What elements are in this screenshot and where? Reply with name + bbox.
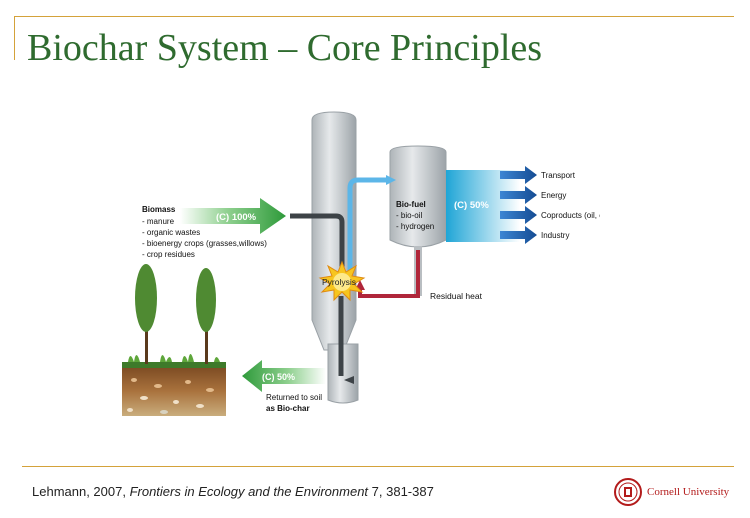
biofuel-item: - hydrogen — [396, 222, 434, 231]
citation: Lehmann, 2007, Frontiers in Ecology and … — [32, 484, 434, 499]
citation-author-year: Lehmann, 2007, — [32, 484, 130, 499]
soil-return-line: Returned to soil — [266, 393, 322, 402]
biomass-item: - crop residues — [142, 250, 195, 259]
biomass-item: - organic wastes — [142, 228, 200, 237]
biochar-output-arrow — [242, 360, 326, 392]
footer-accent-rule — [22, 466, 734, 467]
use-arrow-transport — [500, 166, 537, 184]
biofuel-heading: Bio-fuel — [396, 200, 426, 209]
use-arrow-coproducts — [500, 206, 537, 224]
use-label-transport: Transport — [541, 171, 576, 180]
left-accent-rule — [14, 16, 15, 60]
top-accent-rule — [14, 16, 734, 17]
slide-title: Biochar System – Core Principles — [27, 27, 543, 69]
citation-journal: Frontiers in Ecology and the Environment — [129, 484, 369, 499]
use-label-energy: Energy — [541, 191, 566, 200]
biochar-diagram: Pyrolysis (C) 100% Biomass - manure - or… — [122, 111, 600, 416]
biofuel-item: - bio-oil — [396, 211, 422, 220]
cornell-logo: Cornell University — [614, 478, 729, 506]
gas-flow-line — [347, 177, 388, 280]
pyrolysis-burst — [318, 260, 366, 302]
use-arrow-industry — [500, 226, 537, 244]
use-arrow-energy — [500, 186, 537, 204]
cornell-seal-icon — [614, 478, 642, 506]
use-arrows — [500, 166, 537, 244]
carbon-input-arrow — [180, 198, 286, 234]
use-label-industry: Industry — [541, 231, 569, 240]
biomass-feed-line — [290, 213, 345, 276]
residual-heat-line — [358, 250, 420, 298]
carbon-input-label: (C) 100% — [216, 212, 257, 223]
citation-volume-pages: 7, 381-387 — [368, 484, 434, 499]
biochar-output-label: (C) 50% — [262, 372, 295, 382]
plant-illustration — [128, 264, 220, 364]
biomass-item: - manure — [142, 217, 175, 226]
institution-name: Cornell University — [647, 486, 730, 498]
biomass-heading: Biomass — [142, 205, 176, 214]
biomass-item: - bioenergy crops (grasses,willows) — [142, 239, 267, 248]
biofuel-output-label: (C) 50% — [454, 200, 489, 211]
use-label-coproducts: Coproducts (oil, cosmetics) — [541, 211, 600, 220]
pyrolysis-label: Pyrolysis — [322, 277, 356, 287]
soil-profile-illustration — [122, 362, 226, 416]
biofuel-output-flow — [446, 170, 520, 242]
soil-return-line: as Bio-char — [266, 404, 310, 413]
residual-heat-label: Residual heat — [430, 291, 483, 301]
